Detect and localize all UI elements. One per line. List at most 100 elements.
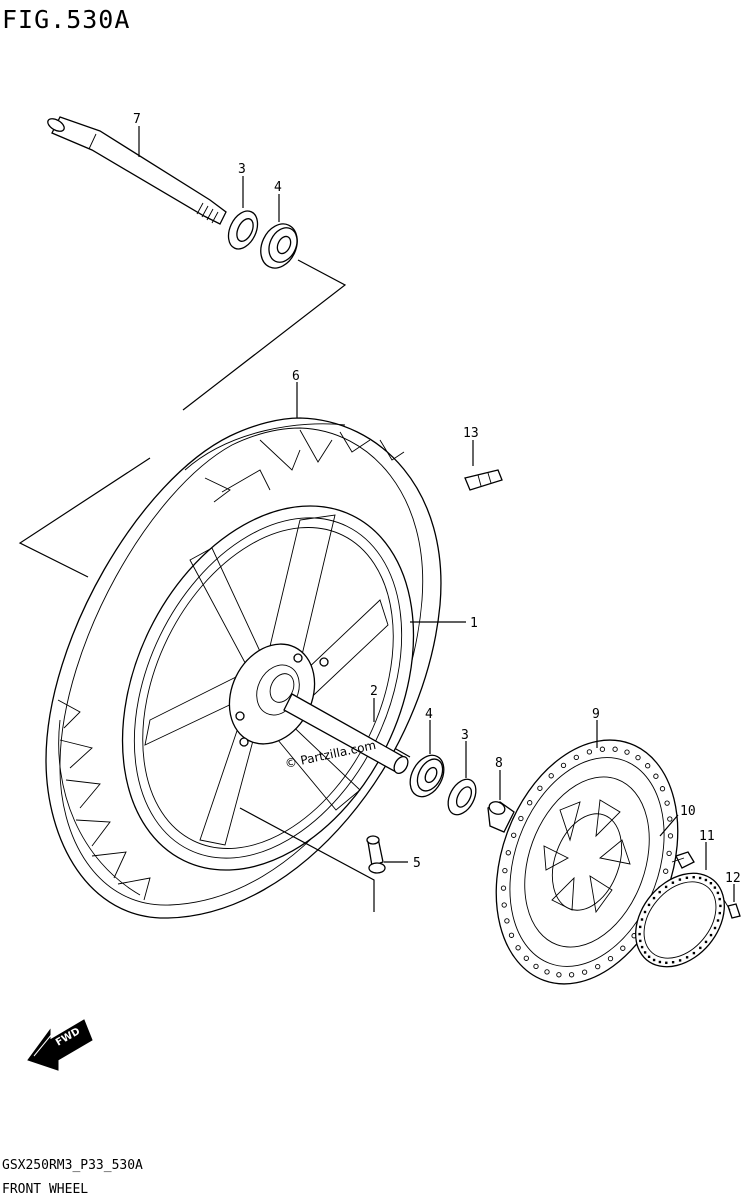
disc-hole (500, 885, 507, 891)
rotor-tooth (678, 878, 682, 881)
callout-9: 9 (592, 707, 600, 722)
callout-7: 7 (133, 112, 141, 127)
rotor-tooth (698, 876, 702, 880)
callout-10: 10 (680, 804, 696, 819)
disc-hole (612, 746, 618, 752)
disc-hole (515, 945, 521, 951)
wheel-collar[interactable] (487, 800, 515, 833)
bearing-top[interactable] (254, 218, 304, 274)
rotor-tooth (704, 940, 708, 944)
rotor-tooth (716, 891, 720, 895)
front-axle[interactable] (46, 116, 227, 225)
disc-hole (501, 902, 507, 908)
disc-hole (666, 850, 672, 857)
wheel-spokes (144, 514, 389, 846)
brake-disc-carrier-cutouts (543, 799, 631, 914)
disc-hole (523, 955, 529, 961)
disc-hole (548, 773, 554, 779)
disc-hole (595, 963, 601, 970)
rotor-tooth (671, 961, 675, 964)
wheel-spacer[interactable] (283, 693, 411, 776)
rotor-tooth (643, 910, 647, 914)
disc-hole (645, 763, 651, 769)
callout-6: 6 (292, 369, 300, 384)
rotor-tooth (640, 918, 644, 921)
rotor-tooth (692, 951, 696, 955)
disc-hole (667, 816, 673, 822)
tire-valve[interactable] (366, 835, 386, 874)
diagram-caption: FRONT WHEEL (2, 1182, 88, 1197)
rotor-tooth (713, 926, 717, 930)
tire-tread-pattern (57, 429, 405, 901)
callout-2: 2 (370, 684, 378, 699)
callout-1: 1 (470, 616, 478, 631)
disc-hole (518, 815, 524, 822)
rotor-tooth (665, 961, 668, 964)
callout-11: 11 (699, 829, 715, 844)
rotor-tooth (699, 946, 702, 950)
callout-leaders (138, 126, 735, 912)
disc-hole (624, 749, 630, 755)
disc-hole (502, 867, 508, 874)
rotor-tooth (685, 956, 689, 959)
callout-5: 5 (413, 856, 421, 871)
balancer-weight[interactable] (464, 469, 503, 491)
rotor-tooth (671, 881, 675, 884)
disc-hole (533, 963, 539, 970)
rotor-tooth (652, 958, 656, 962)
rotor-tooth (713, 886, 717, 889)
oil-seal-bottom[interactable] (442, 775, 481, 820)
rotor-tooth (652, 896, 656, 900)
rotor-tooth (685, 876, 689, 879)
figure-title: FIG.530A (2, 5, 130, 34)
disc-hole (573, 754, 579, 761)
disc-hole (508, 932, 515, 938)
disc-hole (581, 969, 588, 975)
disc-hole (620, 945, 626, 951)
wheel-rim[interactable] (65, 458, 471, 919)
rotor-tooth (647, 903, 651, 907)
rotor-tooth (643, 951, 647, 954)
disc-hole (659, 786, 666, 792)
rotor-tooth (639, 925, 642, 929)
callout-8: 8 (495, 756, 503, 771)
rotor-tooth (709, 933, 713, 937)
rotor-tooth (692, 876, 695, 879)
disc-hole (504, 918, 510, 924)
rotor-tooth (658, 960, 662, 964)
rotor-tooth (658, 890, 661, 894)
callout-13: 13 (463, 426, 479, 441)
callout-12: 12 (725, 871, 741, 886)
rotor-tooth (640, 945, 644, 949)
callout-4-top: 4 (274, 180, 282, 195)
rotor-tooth (704, 878, 708, 882)
disc-hole (544, 969, 550, 975)
disc-hole (505, 850, 511, 856)
disc-hole (537, 785, 543, 791)
rotor-tooth (718, 911, 721, 915)
disc-hole (653, 773, 659, 779)
rotor-screw[interactable] (723, 899, 741, 919)
callout-3-top: 3 (238, 162, 246, 177)
disc-hole (607, 955, 614, 962)
sensor-rotor[interactable] (617, 856, 742, 985)
disc-hole (667, 833, 674, 839)
disc-hole (663, 868, 669, 874)
disc-hole (556, 972, 562, 978)
disc-hole (635, 754, 641, 761)
disc-bolt[interactable] (671, 851, 695, 869)
sensor-rotor-teeth (638, 876, 722, 964)
diagram-code: GSX250RM3_P33_530A (2, 1158, 143, 1173)
bearing-bottom[interactable] (403, 750, 450, 803)
disc-hole (511, 832, 517, 838)
forward-direction-badge: FWD (27, 1019, 93, 1071)
rotor-tooth (639, 939, 642, 943)
oil-seal-top[interactable] (223, 206, 263, 253)
rotor-tooth (678, 959, 682, 962)
disc-hole (599, 746, 606, 752)
disc-hole (664, 800, 670, 806)
rotor-tooth (664, 885, 668, 889)
rotor-tooth (638, 932, 641, 936)
rotor-tooth (718, 897, 721, 901)
disc-hole (527, 800, 533, 806)
